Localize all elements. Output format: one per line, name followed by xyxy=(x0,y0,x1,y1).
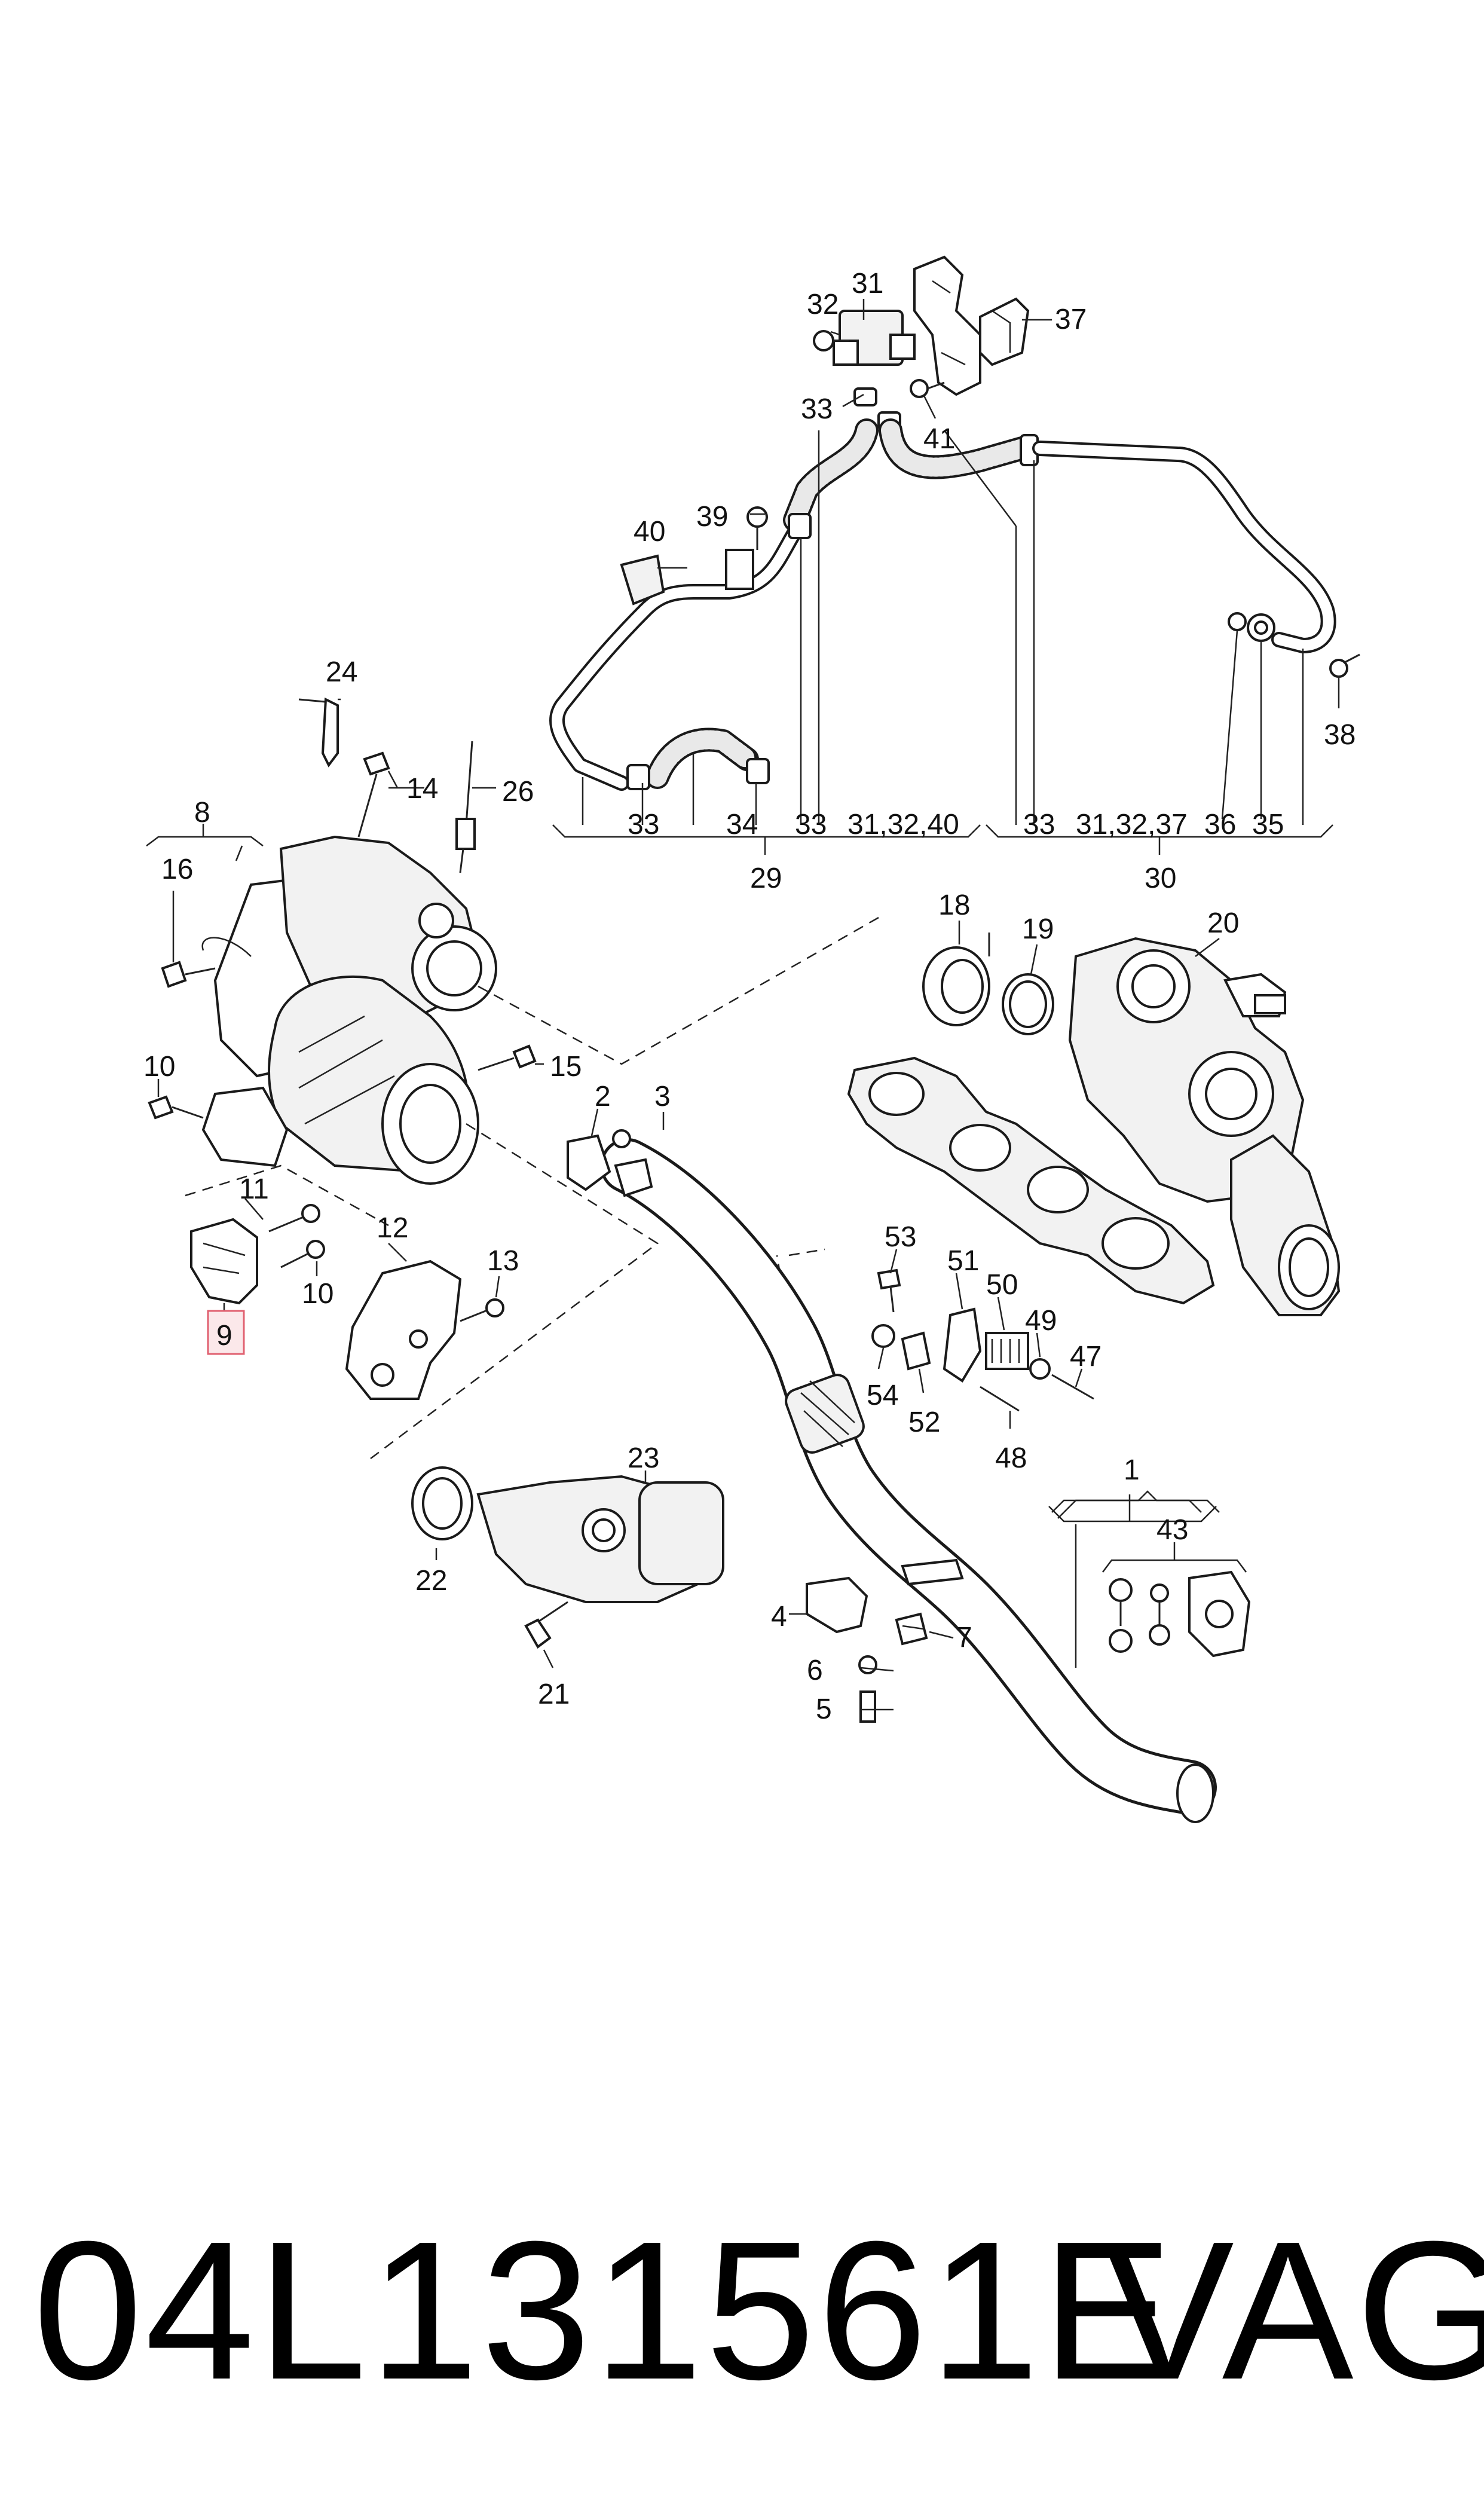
label-10-a: 10 xyxy=(143,1051,175,1083)
turbo-manifold xyxy=(847,933,1341,1316)
label-30: 30 xyxy=(1145,863,1176,894)
label-4: 4 xyxy=(771,1601,787,1633)
label-31-32-40: 31,32,40 xyxy=(847,809,959,840)
label-21: 21 xyxy=(538,1679,570,1710)
label-22: 22 xyxy=(415,1565,447,1597)
label-33-d: 33 xyxy=(1023,809,1055,840)
hose-group-top xyxy=(549,255,1360,791)
label-7: 7 xyxy=(956,1622,972,1653)
label-26: 26 xyxy=(502,776,534,808)
down-pipe xyxy=(567,1129,1217,1823)
label-20: 20 xyxy=(1207,907,1239,939)
label-12: 12 xyxy=(377,1212,408,1244)
label-19: 19 xyxy=(1022,913,1054,945)
label-10-b: 10 xyxy=(302,1278,333,1310)
label-24: 24 xyxy=(326,656,357,688)
label-13: 13 xyxy=(487,1245,519,1277)
label-33-b: 33 xyxy=(628,809,659,840)
part-number: 04L131561E xyxy=(33,2200,1176,2420)
label-31-32-37: 31,32,37 xyxy=(1076,809,1188,840)
label-39: 39 xyxy=(696,501,728,533)
label-38: 38 xyxy=(1324,719,1356,751)
leader-lines-top xyxy=(552,299,1340,855)
label-5: 5 xyxy=(816,1693,832,1725)
leader-lines-left xyxy=(146,698,1220,1711)
label-34: 34 xyxy=(726,809,758,840)
label-16: 16 xyxy=(161,854,193,885)
label-9: 9 xyxy=(216,1320,232,1352)
egr-group xyxy=(411,1466,724,1649)
label-33-a: 33 xyxy=(801,393,833,425)
label-1: 1 xyxy=(1124,1454,1140,1486)
label-14: 14 xyxy=(406,773,438,805)
label-35: 35 xyxy=(1252,809,1284,840)
label-29: 29 xyxy=(750,863,782,894)
label-32: 32 xyxy=(807,289,839,320)
highlight-box-9 xyxy=(207,1310,245,1355)
label-33-c: 33 xyxy=(795,809,827,840)
linkage-parts xyxy=(871,1268,1094,1412)
label-18: 18 xyxy=(938,889,970,921)
label-3: 3 xyxy=(654,1081,671,1112)
label-47: 47 xyxy=(1070,1341,1101,1372)
label-8: 8 xyxy=(194,797,210,829)
label-37: 37 xyxy=(1055,304,1087,335)
kit-43 xyxy=(1048,1494,1251,1668)
callout-labels: 31 32 37 33 41 39 40 38 33 34 33 31,32,4… xyxy=(143,268,1356,1725)
label-31: 31 xyxy=(852,268,883,299)
label-40: 40 xyxy=(634,516,665,548)
converter-assembly xyxy=(148,697,537,1400)
label-2: 2 xyxy=(595,1081,611,1112)
label-6: 6 xyxy=(807,1655,823,1686)
brand-name: VAG xyxy=(1103,2200,1484,2420)
label-54: 54 xyxy=(867,1380,898,1411)
label-15: 15 xyxy=(550,1051,582,1083)
label-52: 52 xyxy=(908,1407,940,1438)
label-53: 53 xyxy=(885,1221,916,1253)
label-48: 48 xyxy=(995,1442,1027,1474)
label-11: 11 xyxy=(239,1173,269,1205)
label-43: 43 xyxy=(1156,1514,1188,1546)
label-36: 36 xyxy=(1204,809,1236,840)
label-50: 50 xyxy=(986,1269,1018,1301)
label-23: 23 xyxy=(628,1442,659,1474)
label-41: 41 xyxy=(923,423,955,455)
label-49: 49 xyxy=(1025,1305,1057,1337)
label-51: 51 xyxy=(947,1245,979,1277)
